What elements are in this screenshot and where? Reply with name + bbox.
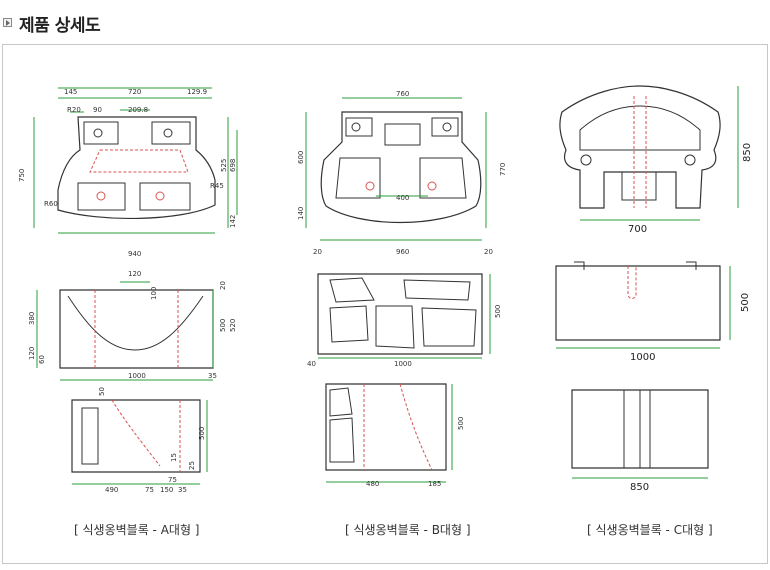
svg-text:20: 20 [219,281,227,290]
drawing-b-side-dims: 500 480 185 [366,417,465,488]
svg-text:150: 150 [160,486,173,494]
section-header: 제품 상세도 [0,0,770,40]
drawing-c-side [571,389,709,479]
svg-text:140: 140 [297,207,305,220]
caption-a: [ 식생옹벽블록 - A대형 ] [74,523,200,537]
drawing-a-top-dims: 145 720 129.9 R20 90 209.8 750 525 698 R… [18,88,237,258]
svg-text:40: 40 [307,360,316,368]
svg-text:500: 500 [457,417,465,430]
drawing-a-side [71,399,208,485]
drawing-b-top-dims: 760 600 770 400 140 20 960 20 [297,90,507,256]
svg-text:850: 850 [630,482,649,493]
svg-text:R60: R60 [44,200,58,208]
drawing-a-front-dims: 120 100 380 120 60 20 500 520 1000 35 [28,270,237,380]
drawing-c-side-dims: 850 [630,482,649,493]
svg-text:100: 100 [150,287,158,300]
svg-text:940: 940 [128,250,141,258]
svg-text:960: 960 [396,248,409,256]
svg-text:698: 698 [229,159,237,172]
drawing-frame [2,44,768,564]
svg-text:R45: R45 [210,182,224,190]
svg-text:500: 500 [740,293,751,312]
svg-text:500: 500 [494,305,502,318]
svg-text:770: 770 [499,163,507,176]
svg-text:35: 35 [178,486,187,494]
drawing-a-side-dims: 50 500 15 75 25 490 75 150 35 [98,387,206,494]
svg-text:60: 60 [38,355,46,364]
svg-text:490: 490 [105,486,118,494]
drawing-c-front-dims: 1000 500 [630,293,751,363]
svg-text:35: 35 [208,372,217,380]
svg-text:700: 700 [628,224,647,235]
svg-text:50: 50 [98,387,106,396]
svg-text:129.9: 129.9 [187,88,207,96]
svg-text:75: 75 [145,486,154,494]
svg-text:520: 520 [229,319,237,332]
caption-c: [ 식생옹벽블록 - C대형 ] [587,523,713,537]
svg-text:1000: 1000 [394,360,412,368]
drawing-a-front [36,281,214,381]
page-title: 제품 상세도 [19,16,101,36]
svg-text:185: 185 [428,480,441,488]
drawing-c-top-dims: 700 850 [628,143,753,235]
svg-text:20: 20 [484,248,493,256]
svg-text:500: 500 [219,319,227,332]
svg-text:380: 380 [28,312,36,325]
arrow-bullet-icon [3,18,12,27]
drawing-c-front [555,261,731,349]
svg-text:500: 500 [198,427,206,440]
svg-text:850: 850 [742,143,753,162]
svg-text:20: 20 [313,248,322,256]
svg-text:525: 525 [220,159,228,172]
svg-text:142: 142 [229,215,237,228]
svg-text:120: 120 [128,270,141,278]
svg-text:90: 90 [93,106,102,114]
svg-text:760: 760 [396,90,409,98]
svg-text:75: 75 [168,476,177,484]
svg-text:400: 400 [396,194,409,202]
drawing-b-side [325,383,453,483]
svg-text:25: 25 [188,461,196,470]
svg-text:145: 145 [64,88,77,96]
drawing-b-top [305,97,487,241]
caption-b: [ 식생옹벽블록 - B대형 ] [345,523,471,537]
svg-text:480: 480 [366,480,379,488]
drawing-a-top [33,87,238,234]
drawing-c-top [559,85,739,221]
svg-text:720: 720 [128,88,141,96]
svg-text:209.8: 209.8 [128,106,148,114]
drawing-b-front-dims: 500 40 1000 [307,305,502,368]
svg-text:R20: R20 [67,106,81,114]
svg-text:1000: 1000 [630,352,655,363]
svg-text:15: 15 [170,453,178,462]
svg-text:600: 600 [297,151,305,164]
svg-text:120: 120 [28,347,36,360]
svg-text:750: 750 [18,169,26,182]
drawing-b-front [317,273,491,359]
svg-text:1000: 1000 [128,372,146,380]
